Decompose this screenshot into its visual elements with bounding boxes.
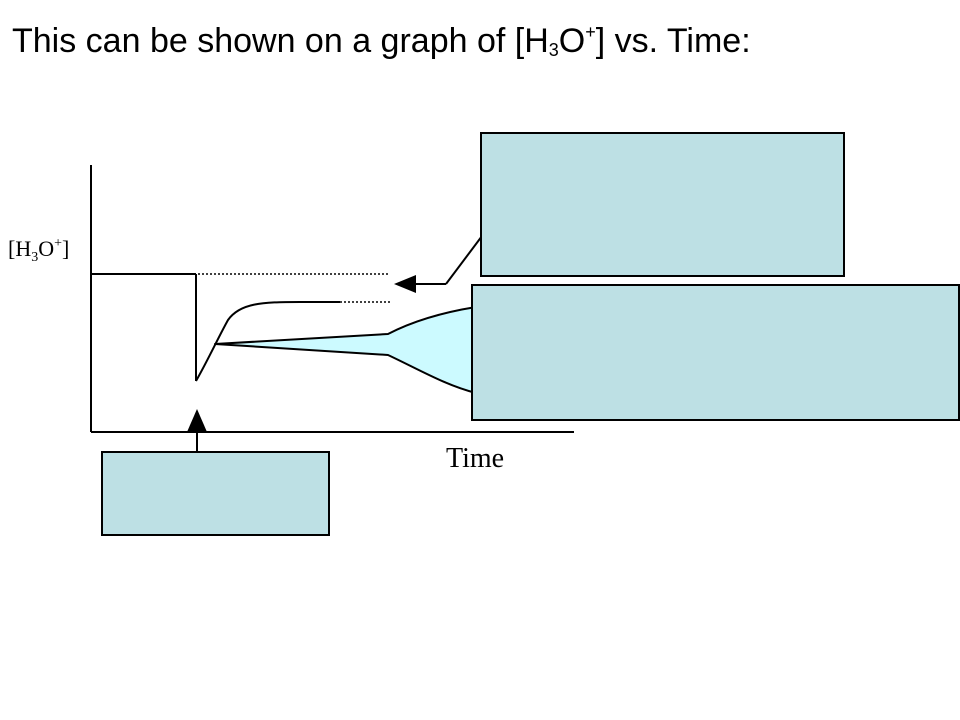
title-superscript: + (585, 22, 596, 42)
callout-box-bottom-left (101, 451, 330, 536)
callout-box-middle-right (471, 284, 960, 421)
x-axis-label: Time (446, 443, 504, 474)
arrowhead-up (187, 409, 207, 432)
callout-wedge (214, 306, 477, 394)
recovery-curve (195, 301, 340, 382)
title-subscript: 3 (548, 40, 559, 60)
pointer-line-top (445, 235, 483, 285)
title-text-end: ] vs. Time: (595, 22, 751, 60)
y-axis-label: [H3O+] (8, 236, 69, 265)
title-text-middle: O (558, 22, 586, 60)
title-text-start: This can be shown on a graph of [H (12, 22, 549, 60)
slide-title: This can be shown on a graph of [H3O+] v… (12, 10, 751, 72)
callout-box-top-right (480, 132, 845, 277)
arrowhead-left (394, 275, 416, 293)
